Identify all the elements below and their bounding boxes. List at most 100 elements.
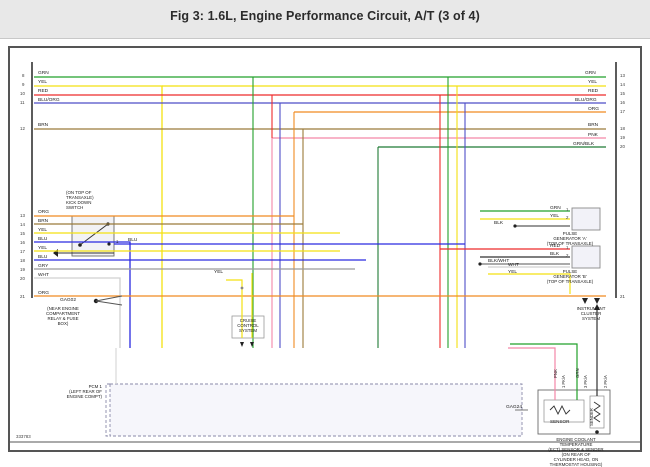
- left-label-20: WHT: [38, 273, 49, 278]
- left-pin-14: 14: [20, 222, 25, 227]
- left-label-14: BRN: [38, 219, 49, 224]
- left-pin-10: 10: [20, 91, 25, 96]
- left-pin-21: 21: [20, 294, 25, 299]
- right-pin-18: 18: [620, 126, 625, 131]
- figure-number: 333783: [16, 434, 31, 439]
- kick-down-pivot: [78, 243, 82, 247]
- mid-wire-wht-label: WHT: [508, 263, 519, 268]
- ect-pin-1: 1 PK/A: [561, 375, 566, 388]
- left-label-18: BLU: [38, 255, 48, 260]
- right-pin-13: 13: [620, 73, 625, 78]
- cruise-arrow-1: [240, 342, 244, 347]
- ect-sensor-inner-label: SENSOR: [550, 419, 570, 424]
- pcm-bracket: [105, 383, 110, 437]
- left-label-8: GRN: [38, 71, 49, 76]
- right-label-18: BRN: [588, 123, 599, 128]
- pg-a-splice: [513, 224, 517, 228]
- gag24-label: GAG24: [506, 405, 522, 410]
- cluster-arrow-1: [582, 298, 588, 304]
- ect-thermistor-symbol: [549, 404, 571, 416]
- ect-wire-grn-label: GRN: [575, 368, 580, 378]
- left-pin-20: 20: [20, 276, 25, 281]
- right-label-17: ORG: [588, 107, 599, 112]
- kick-down-wire-label: BLU: [128, 238, 138, 243]
- left-label-16: BLU: [38, 237, 48, 242]
- left-pin-19: 19: [20, 267, 25, 272]
- gag02-label: GAG02: [60, 298, 76, 303]
- right-pin-21: 21: [620, 294, 625, 299]
- mid-wire-yel-label: YEL: [508, 270, 518, 275]
- ect-wire-pnk-label: PNK: [553, 369, 558, 378]
- left-pin-18: 18: [20, 258, 25, 263]
- pcm-connector-box: [109, 383, 523, 437]
- wiring-diagram-frame: 8 GRN 9 YEL 10 RED 11 BLU/ORG 1 2 BRN 1 3 …: [8, 46, 642, 467]
- right-pin-16: 16: [620, 100, 625, 105]
- ect-sender-symbol: [593, 401, 601, 423]
- pg-b-ground-label: BLK/WHT: [488, 259, 510, 264]
- right-label-19: PNK: [588, 133, 598, 138]
- left-pin-13: 13: [20, 213, 25, 218]
- pg-a-term-2-pin: 2: [566, 215, 569, 220]
- ect-sender-inner-label: SENDER: [589, 408, 594, 426]
- left-label-15: YEL: [38, 228, 48, 233]
- kick-down-pin: 1: [116, 239, 119, 244]
- left-label-19: GRY: [38, 264, 49, 269]
- pg-a-term-1-color: GRN: [550, 206, 561, 211]
- left-label-9: YEL: [38, 80, 48, 85]
- cruise-yel-wire: [226, 279, 243, 338]
- pulse-generator-a-box: [571, 207, 601, 231]
- pg-a-term-2-color: YEL: [550, 214, 560, 219]
- left-pin-8: 8: [22, 73, 25, 78]
- wire-yel-mid: [488, 273, 571, 294]
- right-pin-20: 20: [620, 144, 625, 149]
- left-label-11: BLU/ORG: [38, 98, 60, 103]
- left-label-13: ORG: [38, 210, 49, 215]
- kick-down-gnd-arrow: [53, 249, 58, 257]
- left-label-17: YEL: [38, 246, 48, 251]
- right-pin-15: 15: [620, 91, 625, 96]
- pg-a-term-1-pin: 1: [566, 207, 569, 212]
- ect-wire-pnk: [508, 347, 556, 400]
- right-label-20: GRN/BLK: [573, 142, 595, 147]
- wiring-diagram-canvas: 8 GRN 9 YEL 10 RED 11 BLU/ORG 1 2 BRN 1 3 …: [10, 48, 640, 467]
- ect-wire-grn: [510, 343, 578, 400]
- kick-down-terminal: [107, 242, 111, 246]
- cruise-splice: [240, 286, 244, 290]
- left-pin-16: 16: [20, 240, 25, 245]
- cruise-control-box: [231, 315, 265, 339]
- ect-gnd-node: [595, 430, 599, 434]
- page-header: Fig 3: 1.6L, Engine Performance Circuit,…: [0, 0, 650, 39]
- wire-wht-20: [34, 277, 121, 348]
- ect-pin-2: 2 PK/A: [603, 375, 608, 388]
- pg-b-term-1-color: RED: [550, 244, 561, 249]
- right-label-13: GRN: [585, 71, 596, 76]
- right-label-16: BLU/ORG: [575, 98, 597, 103]
- left-pin-11: 11: [20, 100, 25, 105]
- pg-a-ground-label: BLK: [494, 221, 504, 226]
- gag02-lead-2: [95, 300, 123, 306]
- left-label-12: BRN: [38, 123, 49, 128]
- cruise-arrow-2: [250, 342, 254, 347]
- wire-routing-svg: [10, 62, 640, 443]
- right-pin-17: 17: [620, 109, 625, 114]
- right-pin-19: 19: [620, 135, 625, 140]
- left-pin-15: 15: [20, 231, 25, 236]
- pg-b-term-2-pin: 2: [566, 253, 569, 258]
- left-pin-17: 17: [20, 249, 25, 254]
- left-pin-9: 9: [22, 82, 25, 87]
- cluster-arrow-2: [594, 298, 600, 304]
- pg-b-term-2-color: BLK: [550, 252, 560, 257]
- kick-down-switch-box: [71, 215, 115, 257]
- ect-blk-arrow: [594, 304, 600, 310]
- pulse-generator-b-box: [571, 245, 601, 269]
- left-label-21: ORG: [38, 291, 49, 296]
- ect-pin-3: 3 PK/A: [583, 375, 588, 388]
- right-label-14: YEL: [588, 80, 598, 85]
